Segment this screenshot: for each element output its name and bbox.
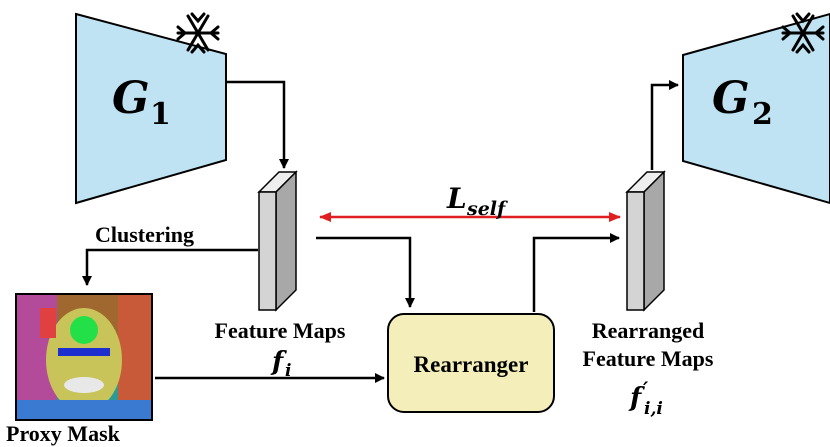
arrow-features-to-clustering bbox=[82, 248, 258, 286]
mask-region-hair-red bbox=[40, 308, 56, 338]
feature-map-side-face bbox=[275, 170, 297, 312]
rearranged-label-line1: Rearranged bbox=[592, 318, 704, 343]
rearranger-box bbox=[387, 313, 555, 413]
connectors bbox=[82, 80, 679, 383]
mask-region-forehead bbox=[70, 316, 98, 344]
generator-g2-letter: G bbox=[712, 73, 750, 124]
feature-map-front-face bbox=[258, 191, 277, 311]
proxy-mask-label: Proxy Mask bbox=[6, 421, 121, 446]
rearranged-symbol-prime: ′ bbox=[643, 377, 649, 401]
feature-maps-symbol: f i bbox=[270, 347, 291, 381]
rearranged-symbol-subscript: i,i bbox=[644, 399, 663, 419]
loss-symbol: L bbox=[446, 182, 467, 215]
rearranged-feature-map-block bbox=[625, 170, 666, 312]
snowflake-icon bbox=[176, 12, 220, 54]
arrow-rearranged-to-g2 bbox=[650, 80, 679, 170]
rearranger-label: Rearranger bbox=[414, 352, 529, 377]
feature-maps-symbol-subscript: i bbox=[285, 361, 291, 381]
arrow-features-to-rearranger bbox=[316, 236, 415, 308]
generator-g1-shape bbox=[75, 12, 227, 205]
proxy-mask-border bbox=[15, 293, 153, 421]
generator-g1-subscript: 1 bbox=[150, 97, 171, 132]
mask-region-eyes bbox=[58, 348, 110, 356]
feature-map-block bbox=[257, 170, 298, 312]
rearranger-module: Rearranger bbox=[387, 313, 555, 413]
generator-g2-shape bbox=[682, 12, 830, 205]
feature-maps-label: Feature Maps bbox=[215, 318, 346, 343]
clustering-label: Clustering bbox=[95, 222, 194, 247]
mask-region-neck bbox=[17, 400, 151, 419]
generator-g1: G 1 bbox=[75, 12, 227, 205]
rearranged-symbol: f ′ i,i bbox=[628, 377, 663, 419]
arrow-rearranger-to-rearranged bbox=[532, 233, 620, 312]
rearranged-front-face bbox=[626, 191, 645, 311]
arrow-g1-to-features bbox=[226, 80, 289, 169]
generator-g2-subscript: 2 bbox=[752, 97, 773, 132]
feature-maps-symbol-f: f bbox=[270, 347, 287, 377]
generator-g1-letter: G bbox=[112, 73, 150, 124]
mask-region-right bbox=[118, 295, 151, 419]
rearranged-symbol-f: f bbox=[628, 383, 645, 413]
snowflake-icon bbox=[781, 12, 825, 54]
proxy-mask-image bbox=[15, 293, 153, 421]
loss-subscript: self bbox=[466, 198, 508, 220]
mask-region-mouth bbox=[64, 377, 104, 393]
rearranged-label-line2: Feature Maps bbox=[583, 346, 714, 371]
rearranged-side-face bbox=[643, 170, 665, 312]
generator-g2: G 2 bbox=[682, 12, 830, 205]
loss-self-label: L self bbox=[446, 182, 508, 220]
